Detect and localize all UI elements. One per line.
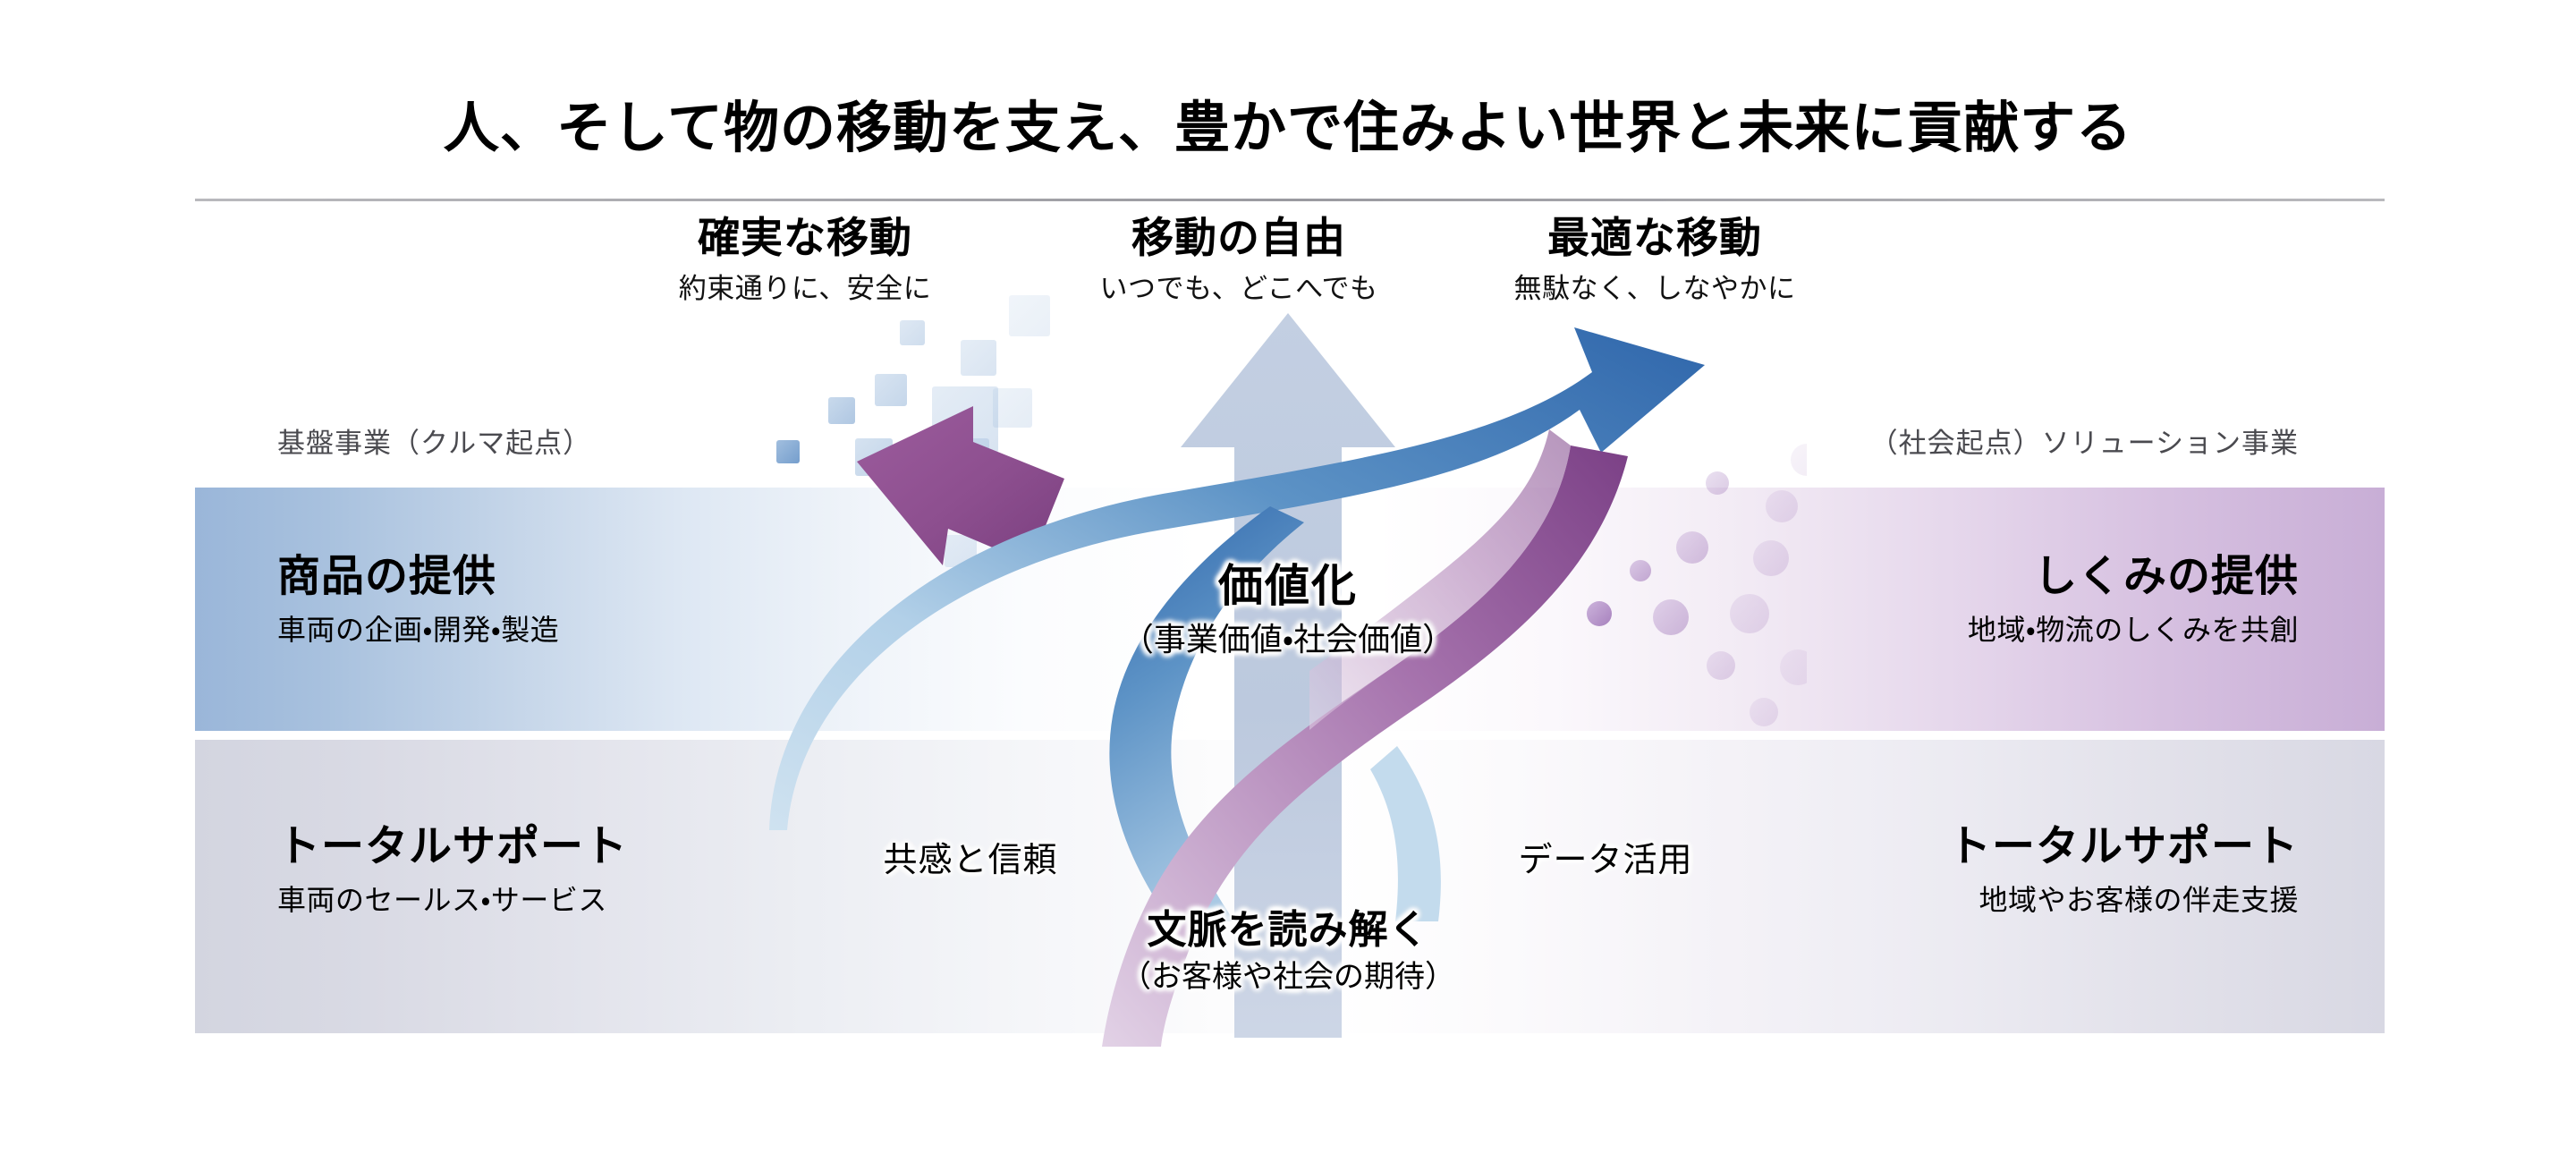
decor-dot <box>1653 599 1689 635</box>
decor-dot <box>1707 651 1735 680</box>
decor-dot <box>1750 698 1778 726</box>
label-data-utilization-text: データ活用 <box>1518 842 1693 879</box>
band-heading: トータルサポート <box>277 823 629 870</box>
caption-foundation-business: 基盤事業（クルマ起点） <box>277 428 592 459</box>
pixel-square <box>875 374 907 406</box>
inner-blue-flame <box>1370 746 1441 921</box>
pillar-heading: 最適な移動 <box>1547 214 1762 261</box>
pixel-square <box>993 388 1032 428</box>
decor-dot <box>1753 540 1789 576</box>
center-value-sub: （事業価値・社会価値） <box>1121 621 1455 658</box>
band-heading: トータルサポート <box>1947 823 2299 870</box>
decor-dot <box>1780 649 1807 685</box>
blue-ribbon-back <box>1109 506 1304 921</box>
decor-dot <box>1630 560 1651 581</box>
pillar-optimal-mobility: 最適な移動 無駄なく、しなやかに <box>1467 214 1843 304</box>
label-data-utilization: データ活用 <box>1471 832 1740 881</box>
left-purple-arrow-icon <box>857 406 1064 565</box>
pillar-subtext: いつでも、どこへでも <box>1099 272 1378 304</box>
band-subtext: 車両のセールス・サービス <box>277 883 607 916</box>
page-title: 人、そして物の移動を支え、豊かで住みよい世界と未来に貢献する <box>443 98 2133 159</box>
decor-dot <box>1766 490 1798 522</box>
center-context-label: 文脈を読み解く （お客様や社会の期待） <box>1020 908 1556 995</box>
label-empathy-trust: 共感と信頼 <box>836 832 1105 881</box>
decor-dot <box>1676 531 1708 564</box>
band-upper-left-block: 商品の提供 車両の企画・開発・製造 <box>277 553 559 647</box>
decor-dot <box>1706 471 1729 495</box>
pixel-square <box>828 397 855 424</box>
pillar-certain-mobility: 確実な移動 約束通りに、安全に <box>617 214 993 304</box>
decor-dot <box>1587 601 1612 626</box>
dot-cluster-decor <box>1587 444 1807 726</box>
band-heading: しくみの提供 <box>2034 553 2299 600</box>
decor-dot <box>1730 594 1769 633</box>
band-subtext: 車両の企画・開発・製造 <box>277 613 560 646</box>
pixel-square <box>776 440 800 463</box>
center-value-heading: 価値化 <box>1218 561 1358 611</box>
band-lower-right-block: トータルサポート 地域やお客様の伴走支援 <box>1948 823 2299 917</box>
pillar-subtext: 無駄なく、しなやかに <box>1513 272 1796 304</box>
pillar-freedom-of-mobility: 移動の自由 いつでも、どこへでも <box>1051 214 1427 304</box>
band-subtext: 地域・物流のしくみを共創 <box>1967 613 2299 646</box>
pillar-heading: 移動の自由 <box>1131 214 1346 261</box>
pillar-subtext: 約束通りに、安全に <box>678 272 932 304</box>
band-subtext: 地域やお客様の伴走支援 <box>1979 883 2299 916</box>
title-divider <box>195 199 2385 201</box>
label-empathy-trust-text: 共感と信頼 <box>883 842 1058 879</box>
band-lower-left-block: トータルサポート 車両のセールス・サービス <box>277 823 628 917</box>
band-upper-right-block: しくみの提供 地域・物流のしくみを共創 <box>1968 553 2299 647</box>
center-context-heading: 文脈を読み解く <box>1147 908 1429 952</box>
pixel-square <box>900 320 925 345</box>
pillar-heading: 確実な移動 <box>698 214 912 261</box>
decor-dot <box>1791 444 1807 476</box>
blue-spiral-ribbon <box>769 327 1705 830</box>
caption-solution-business: （社会起点）ソリューション事業 <box>1869 428 2299 459</box>
band-heading: 商品の提供 <box>277 553 497 600</box>
pixel-square <box>1009 295 1050 336</box>
center-context-sub: （お客様や社会の期待） <box>1121 960 1455 995</box>
purple-spiral-ribbon <box>1102 445 1628 1047</box>
purple-ribbon-back <box>1309 429 1571 730</box>
central-spiral-arrow-graphic <box>769 295 1807 1047</box>
center-value-label: 価値化 （事業価値・社会価値） <box>1020 562 1556 658</box>
pixel-square <box>961 340 996 376</box>
